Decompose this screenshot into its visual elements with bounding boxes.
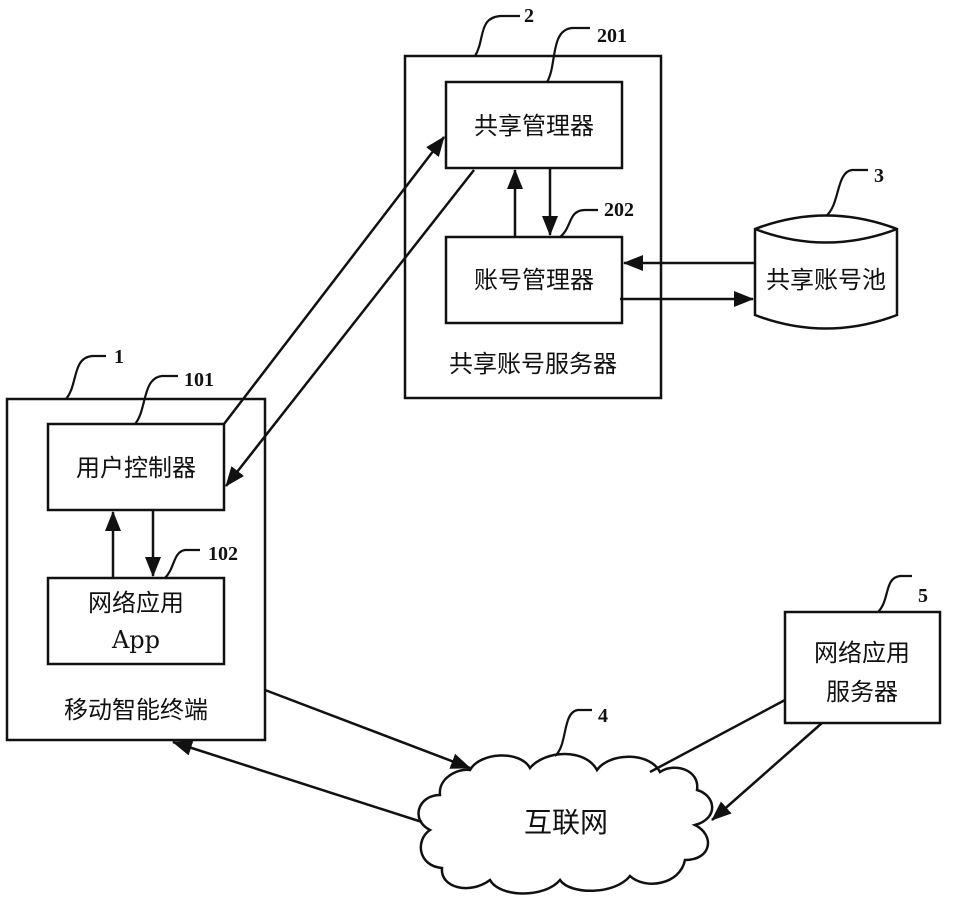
user-controller: 用户控制器 101 bbox=[48, 369, 224, 510]
leader-line-3 bbox=[826, 170, 868, 216]
ref-number-3: 3 bbox=[874, 165, 884, 187]
shared-account-pool: 共享账号池 3 bbox=[755, 165, 897, 329]
user-controller-label: 用户控制器 bbox=[76, 454, 196, 482]
terminal-label: 移动智能终端 bbox=[64, 696, 208, 724]
pool-label: 共享账号池 bbox=[766, 266, 886, 294]
app-server-label-line2: 服务器 bbox=[826, 678, 898, 706]
ref-number-5: 5 bbox=[918, 585, 928, 607]
network-app-label-line1: 网络应用 bbox=[88, 589, 184, 617]
app-server: 网络应用 服务器 5 bbox=[785, 576, 940, 723]
ref-number-201: 201 bbox=[597, 25, 627, 47]
line-appserver-to-internet bbox=[650, 700, 785, 772]
internet-label: 互联网 bbox=[524, 806, 608, 839]
ref-number-1: 1 bbox=[114, 346, 124, 368]
leader-line-5 bbox=[878, 576, 912, 612]
arrow-terminal-to-internet bbox=[265, 690, 470, 768]
leader-line-2 bbox=[475, 16, 520, 56]
arrow-appserver-to-internet bbox=[712, 723, 822, 820]
server-label: 共享账号服务器 bbox=[449, 350, 617, 378]
ref-number-102: 102 bbox=[208, 543, 238, 565]
internet-cloud: 互联网 4 bbox=[419, 705, 713, 894]
account-manager-label: 账号管理器 bbox=[474, 266, 594, 294]
arrow-internet-to-terminal bbox=[173, 742, 422, 822]
ref-number-4: 4 bbox=[598, 705, 608, 727]
app-server-box bbox=[785, 612, 940, 723]
app-server-label-line1: 网络应用 bbox=[814, 639, 910, 667]
share-manager-label: 共享管理器 bbox=[474, 112, 594, 140]
ref-number-202: 202 bbox=[604, 199, 634, 221]
leader-line-4 bbox=[555, 710, 592, 756]
leader-line-1 bbox=[66, 356, 106, 399]
network-app-label-line2: App bbox=[111, 626, 160, 654]
ref-number-2: 2 bbox=[524, 5, 534, 27]
share-manager: 共享管理器 201 bbox=[446, 25, 627, 168]
ref-number-101: 101 bbox=[184, 369, 214, 391]
